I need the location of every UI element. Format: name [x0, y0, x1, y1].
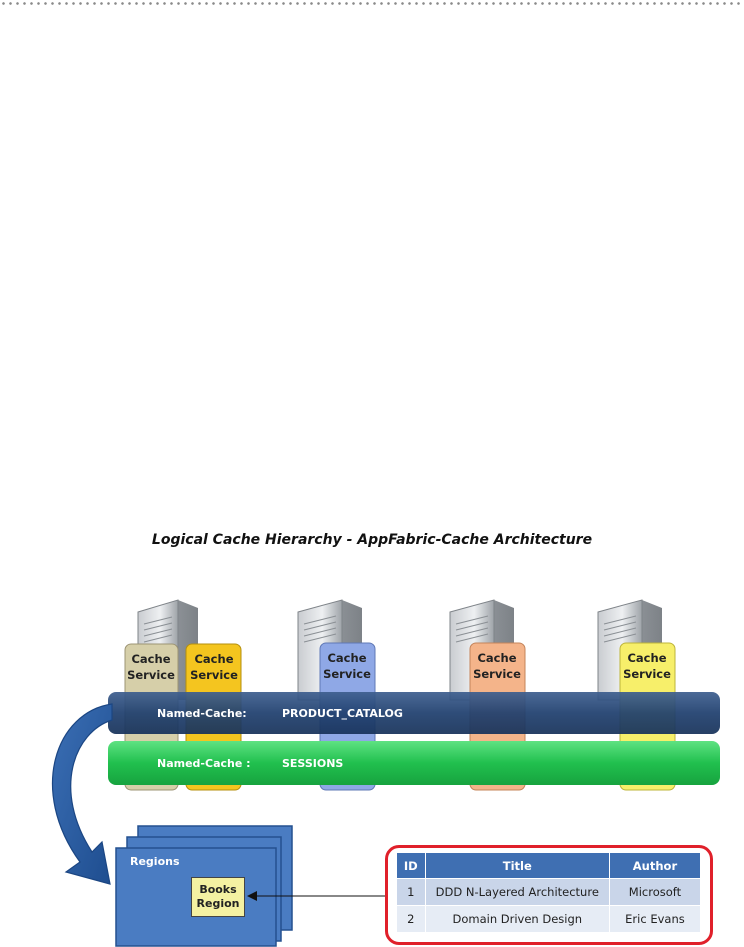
- table-row: 1 DDD N-Layered Architecture Microsoft: [396, 878, 702, 906]
- column-header-author: Author: [608, 852, 702, 879]
- cache-service-label-line: Service: [127, 667, 175, 682]
- table-header-row: ID Title Author: [396, 852, 702, 879]
- cache-service-label-3: Cache Service: [321, 651, 373, 682]
- cell-author: Microsoft: [608, 878, 702, 906]
- cache-service-label-5: Cache Service: [621, 651, 673, 682]
- named-cache-prefix: Named-Cache:: [157, 707, 247, 720]
- column-header-id: ID: [396, 852, 426, 879]
- cache-service-label-line: Cache: [131, 652, 171, 666]
- books-region-label-line: Region: [196, 897, 240, 910]
- dotted-separator: [0, 1, 744, 6]
- cache-service-label-line: Service: [323, 666, 371, 681]
- named-cache-band-product-catalog: [108, 692, 720, 734]
- cell-title: DDD N-Layered Architecture: [424, 878, 610, 906]
- cache-service-label-1: Cache Service: [125, 652, 177, 683]
- curved-arrow-icon: [51, 703, 113, 885]
- named-cache-name: SESSIONS: [282, 757, 344, 770]
- cell-id: 2: [396, 905, 426, 933]
- cache-service-label-line: Service: [623, 666, 671, 681]
- table-row: 2 Domain Driven Design Eric Evans: [396, 905, 702, 933]
- cache-service-label-line: Service: [190, 667, 238, 682]
- cache-service-label-line: Cache: [327, 651, 367, 665]
- cache-service-label-line: Cache: [477, 651, 517, 665]
- cache-service-label-2: Cache Service: [188, 652, 240, 683]
- books-table: ID Title Author 1 DDD N-Layered Architec…: [396, 852, 702, 933]
- cell-author: Eric Evans: [608, 905, 702, 933]
- named-cache-name: PRODUCT_CATALOG: [282, 707, 403, 720]
- cell-id: 1: [396, 878, 426, 906]
- books-region-label-line: Books: [199, 883, 237, 897]
- named-cache-band-sessions: [108, 741, 720, 785]
- column-header-title: Title: [424, 852, 610, 879]
- named-cache-prefix: Named-Cache :: [157, 757, 251, 770]
- cache-service-label-4: Cache Service: [471, 651, 523, 682]
- regions-label: Regions: [130, 855, 180, 868]
- cache-service-label-line: Cache: [194, 652, 234, 666]
- diagram-title: Logical Cache Hierarchy - AppFabric-Cach…: [151, 532, 593, 548]
- cell-title: Domain Driven Design: [424, 905, 610, 933]
- cache-service-label-line: Service: [473, 666, 521, 681]
- cache-service-label-line: Cache: [627, 651, 667, 665]
- books-region-box: Books Region: [191, 877, 245, 917]
